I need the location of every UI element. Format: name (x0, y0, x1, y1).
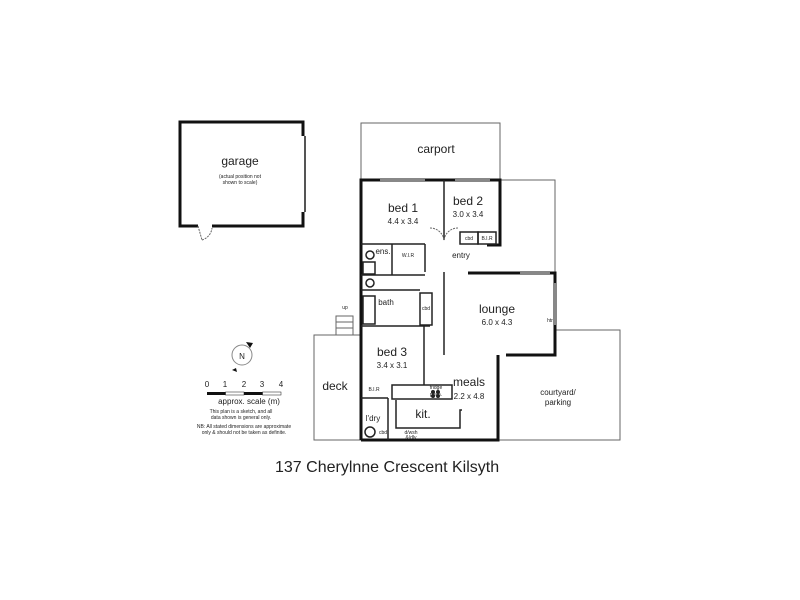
bed1-label: bed 1 (388, 201, 418, 215)
carport-label: carport (417, 142, 455, 156)
lounge-dims: 6.0 x 4.3 (482, 318, 513, 327)
garage-note: shown to scale) (223, 180, 258, 186)
bed2-cbd-label: cbd (465, 236, 473, 242)
courtyard-label: parking (545, 398, 571, 407)
hall-cbd-label: cbd (422, 306, 430, 312)
scale-tick: 4 (279, 380, 284, 389)
bath-label: bath (378, 298, 394, 307)
ensuite-label: ens. (375, 247, 390, 256)
house-walls (359, 178, 557, 442)
courtyard-label: courtyard/ (540, 388, 576, 397)
bed2-dims: 3.0 x 3.4 (453, 210, 484, 219)
deck-label: deck (322, 379, 348, 393)
garage: garage (actual position not shown to sca… (178, 120, 306, 241)
meals-label: meals (453, 375, 485, 389)
scale-tick: 0 (205, 380, 210, 389)
heater-label: htr (547, 318, 553, 324)
dishwasher-label: d/wsh (404, 430, 417, 436)
laundry-label: l'dry (366, 414, 380, 423)
garage-label: garage (221, 154, 259, 168)
compass-label: N (239, 352, 245, 361)
bed3-label: bed 3 (377, 345, 407, 359)
dishwasher-label: &/dly (405, 435, 417, 441)
scale-bar: 0 1 2 3 4 approx. scale (m) This plan is… (197, 380, 291, 436)
fridge-label: fridge (430, 385, 443, 391)
north-compass-icon: N (231, 342, 253, 372)
disclaimer: NB: All stated dimensions are approximat… (197, 424, 291, 430)
room-labels: carport bed 1 4.4 x 3.4 bed 2 3.0 x 3.4 … (322, 142, 576, 441)
lounge-label: lounge (479, 302, 515, 316)
scale-tick: 2 (242, 380, 247, 389)
kitchen-label: kit. (415, 407, 430, 421)
laundry-cbd-label: cbd (379, 430, 387, 436)
garage-note: (actual position not (219, 174, 262, 180)
scale-tick: 1 (223, 380, 228, 389)
bed2-label: bed 2 (453, 194, 483, 208)
disclaimer: data shown is general only. (211, 415, 271, 421)
bed3-bir-label: B.I.R (368, 387, 380, 393)
meals-dims: 2.2 x 4.8 (454, 392, 485, 401)
disclaimer: This plan is a sketch, and all (210, 409, 273, 415)
entry-label: entry (452, 251, 470, 260)
bed3-dims: 3.4 x 3.1 (377, 361, 408, 370)
bed2-bir-label: B.I.R (481, 236, 493, 242)
disclaimer: only & should not be taken as definite. (202, 430, 287, 436)
scale-label: approx. scale (m) (218, 397, 280, 406)
wir-label: W.I.R (402, 253, 415, 259)
outdoor-boundaries (313, 122, 621, 441)
fridge-label: posn. (430, 392, 442, 398)
property-address: 137 Cherylnne Crescent Kilsyth (275, 459, 499, 476)
stairs-up-label: up (342, 305, 348, 311)
scale-tick: 3 (260, 380, 265, 389)
bed1-dims: 4.4 x 3.4 (388, 217, 419, 226)
